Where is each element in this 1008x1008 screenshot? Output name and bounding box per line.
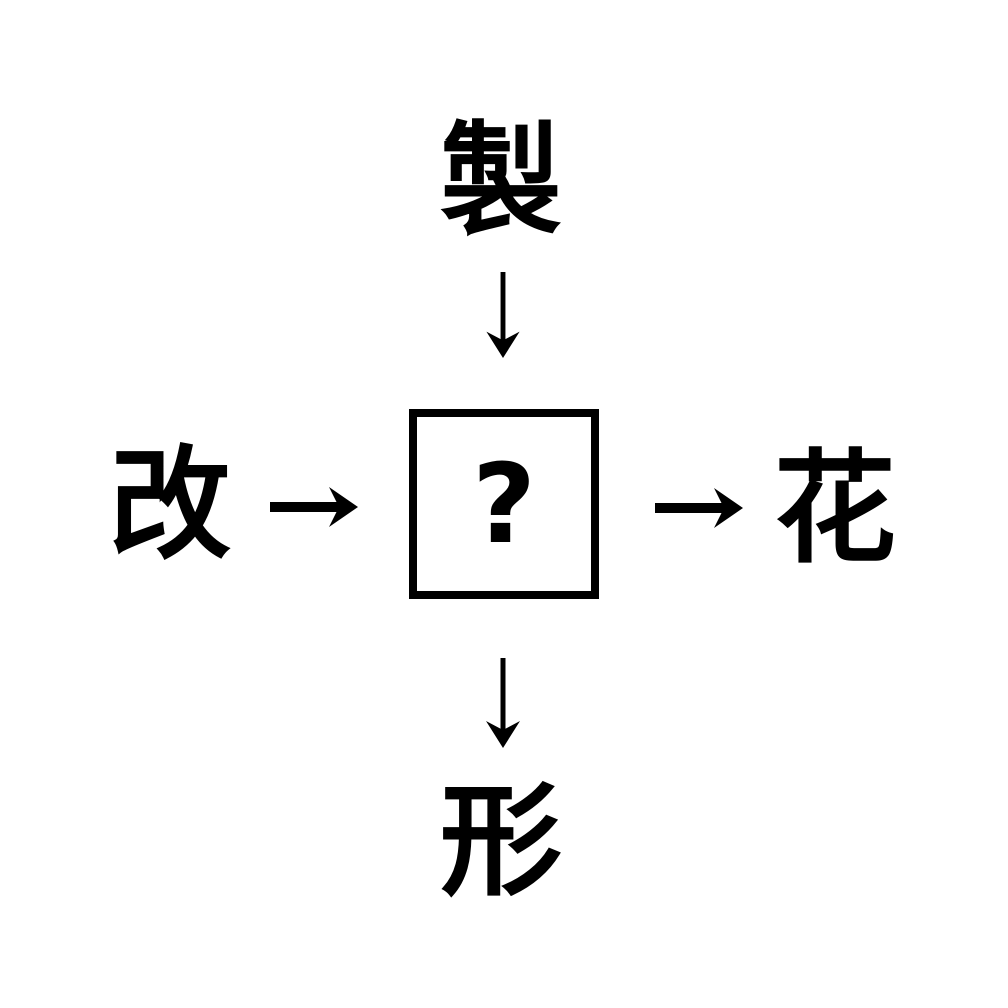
right-arrow-icon	[655, 488, 743, 528]
kanji-bottom: 形	[440, 771, 562, 913]
question-mark: ?	[472, 440, 536, 568]
kanji-left: 改	[109, 434, 231, 576]
right-arrow-icon	[270, 487, 358, 527]
mystery-kanji-box: ?	[409, 409, 599, 599]
down-arrow-icon	[486, 272, 520, 358]
kanji-right: 花	[774, 438, 896, 580]
kanji-top: 製	[440, 110, 562, 252]
down-arrow-icon	[486, 658, 520, 748]
